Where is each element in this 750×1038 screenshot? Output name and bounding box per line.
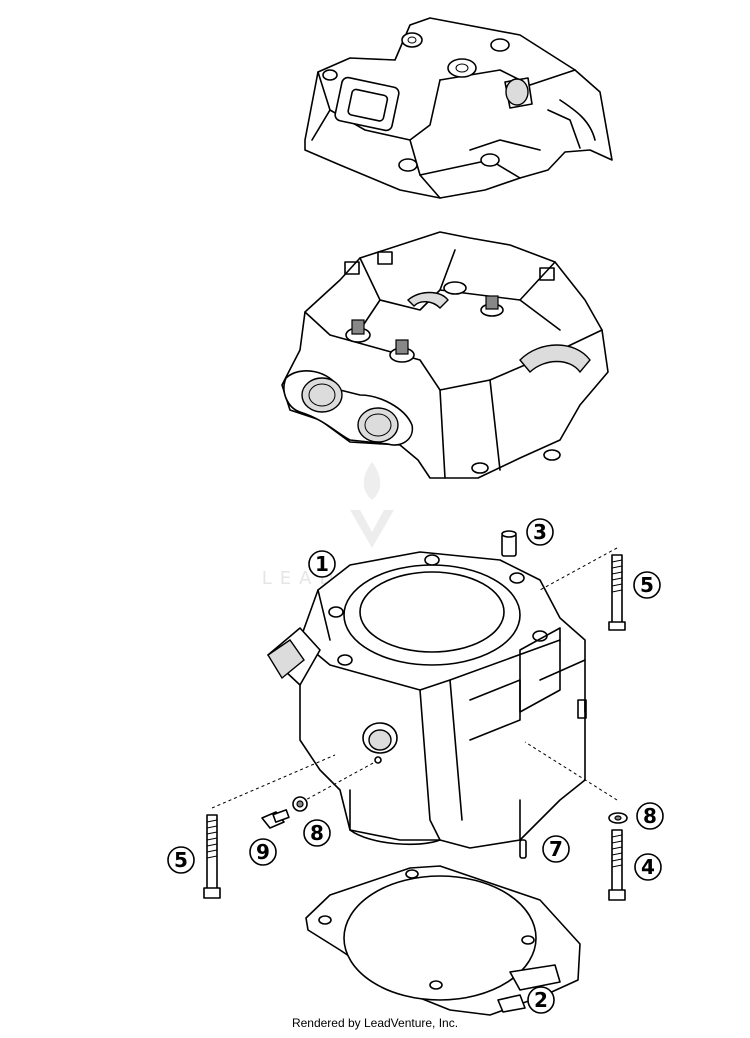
callout-3: 3: [526, 518, 554, 546]
callout-8-right: 8: [636, 802, 664, 830]
callout-5-right: 5: [633, 571, 661, 599]
cylinder-gasket: [305, 865, 581, 1016]
callout-7-label: 7: [549, 837, 563, 861]
callout-4: 4: [634, 853, 662, 881]
callout-2: 2: [527, 986, 555, 1014]
stud-bolt-4: [524, 741, 626, 901]
footer-credit: Rendered by LeadVenture, Inc.: [291, 1016, 459, 1030]
pin-7: [519, 839, 527, 859]
callout-4-label: 4: [641, 855, 655, 879]
stud-bolt-5-right: [539, 547, 626, 631]
callout-1-label: 1: [315, 552, 329, 576]
valve-cover: [304, 17, 613, 199]
screw-9: [261, 809, 290, 829]
callout-8-left: 8: [303, 819, 331, 847]
callout-3-label: 3: [533, 520, 547, 544]
callout-5-left: 5: [167, 846, 195, 874]
callout-1: 1: [308, 550, 336, 578]
washer-8-right: [608, 812, 628, 824]
cylinder: [267, 551, 587, 849]
dowel-pin-3: [501, 530, 517, 557]
callout-8-left-label: 8: [310, 821, 324, 845]
cylinder-head: [281, 231, 609, 479]
callout-8-right-label: 8: [643, 804, 657, 828]
callout-9: 9: [249, 838, 277, 866]
stud-bolt-5-left: [203, 754, 336, 899]
callout-9-label: 9: [256, 840, 270, 864]
callout-2-label: 2: [534, 988, 548, 1012]
callout-7: 7: [542, 835, 570, 863]
washer-8-left: [292, 761, 376, 812]
callout-5-right-label: 5: [640, 573, 654, 597]
callout-5-left-label: 5: [174, 848, 188, 872]
